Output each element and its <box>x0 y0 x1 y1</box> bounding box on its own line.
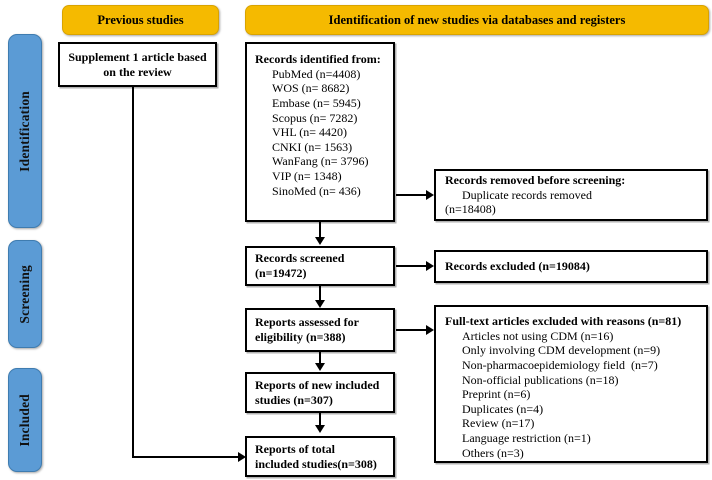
records-removed-header: Records removed before screening: <box>445 173 626 188</box>
fulltext-excluded-reason: Review (n=17) <box>462 416 535 431</box>
fulltext-excluded-reason: Duplicates (n=4) <box>462 401 544 416</box>
records-screened-line2: (n=19472) <box>255 266 307 280</box>
reports-total-included-line2: included studies(n=308) <box>255 456 377 471</box>
connector-supplement-arrowhead <box>238 452 246 462</box>
records-identified-source: Embase (n= 5945) <box>272 95 361 110</box>
records-removed-line2: (n=18408) <box>445 202 496 217</box>
connector-screened-to-excluded-arrowhead <box>426 261 434 271</box>
phase-identification-label: Identification <box>17 90 32 172</box>
banner-previous-studies: Previous studies <box>62 5 219 35</box>
connector-identified-to-removed <box>396 194 427 196</box>
banner-previous-studies-label: Previous studies <box>97 12 184 27</box>
connector-supplement-vertical <box>132 87 134 457</box>
supplement-line2: on the review <box>103 64 172 79</box>
records-screened-line1: Records screened <box>255 251 345 266</box>
fulltext-excluded-reason: Preprint (n=6) <box>462 387 531 402</box>
records-identified-source: CNKI (n= 1563) <box>272 139 353 154</box>
fulltext-excluded-header: Full-text articles excluded with reasons… <box>445 314 682 328</box>
records-removed-line1: Duplicate records removed <box>462 187 592 202</box>
phase-included-label: Included <box>17 393 32 447</box>
fulltext-excluded-reason: Articles not using CDM (n=16) <box>462 328 614 343</box>
connector-new-to-total-included <box>319 413 321 426</box>
box-fulltext-excluded: Full-text articles excluded with reasons… <box>434 305 708 463</box>
records-identified-source: Scopus (n= 7282) <box>272 110 358 125</box>
box-supplement: Supplement 1 article based on the review <box>58 42 217 87</box>
records-identified-source: SinoMed (n= 436) <box>272 183 361 198</box>
phase-screening: Screening <box>8 240 42 348</box>
records-identified-source: WOS (n= 8682) <box>272 81 350 96</box>
fulltext-excluded-reason: Language restriction (n=1) <box>462 431 591 445</box>
reports-new-included-line2: studies (n=307) <box>255 392 333 407</box>
records-identified-header: Records identified from: <box>255 52 381 66</box>
connector-assessed-to-fulltext-arrowhead <box>426 325 434 335</box>
supplement-line1: Supplement 1 article based <box>68 49 207 64</box>
box-records-excluded: Records excluded (n=19084) <box>434 250 708 283</box>
connector-assessed-to-new-included-arrowhead <box>315 363 325 371</box>
phase-identification: Identification <box>8 34 42 228</box>
box-records-removed: Records removed before screening: Duplic… <box>434 169 708 221</box>
connector-new-to-total-included-arrowhead <box>315 425 325 433</box>
reports-total-included-line1: Reports of total <box>255 441 335 456</box>
phase-screening-label: Screening <box>17 264 32 324</box>
connector-identified-to-screened <box>319 222 321 238</box>
banner-new-studies-label: Identification of new studies via databa… <box>328 12 626 27</box>
reports-assessed-line1: Reports assessed for <box>255 315 359 330</box>
box-reports-total-included: Reports of total included studies(n=308) <box>245 436 395 477</box>
records-identified-source: PubMed (n=4408) <box>272 66 361 81</box>
connector-screened-to-assessed <box>319 286 321 301</box>
box-reports-assessed: Reports assessed for eligibility (n=388) <box>245 308 395 352</box>
fulltext-excluded-reason: Non-pharmacoepidemiology field (n=7) <box>462 357 658 372</box>
fulltext-excluded-reason: Only involving CDM development (n=9) <box>462 343 661 358</box>
fulltext-excluded-reason: Others (n=3) <box>462 445 524 460</box>
reports-new-included-line1: Reports of new included <box>255 377 380 392</box>
phase-included: Included <box>8 368 42 472</box>
connector-supplement-horizontal <box>132 456 238 458</box>
fulltext-excluded-reason: Non-official publications (n=18) <box>462 372 619 387</box>
connector-screened-to-assessed-arrowhead <box>315 300 325 308</box>
records-identified-source: VHL (n= 4420) <box>272 125 347 140</box>
connector-identified-to-screened-arrowhead <box>315 237 325 245</box>
records-identified-source: WanFang (n= 3796) <box>272 154 369 169</box>
box-records-identified: Records identified from: PubMed (n=4408)… <box>245 42 395 222</box>
banner-new-studies: Identification of new studies via databa… <box>245 5 709 35</box>
connector-assessed-to-fulltext <box>396 329 427 331</box>
connector-screened-to-excluded <box>396 265 427 267</box>
records-identified-source: VIP (n= 1348) <box>272 169 342 183</box>
connector-identified-to-removed-arrowhead <box>426 190 434 200</box>
reports-assessed-line2: eligibility (n=388) <box>255 330 346 344</box>
box-reports-new-included: Reports of new included studies (n=307) <box>245 372 395 413</box>
connector-assessed-to-new-included <box>319 352 321 364</box>
records-excluded-line1: Records excluded (n=19084) <box>445 259 590 274</box>
box-records-screened: Records screened (n=19472) <box>245 246 395 286</box>
